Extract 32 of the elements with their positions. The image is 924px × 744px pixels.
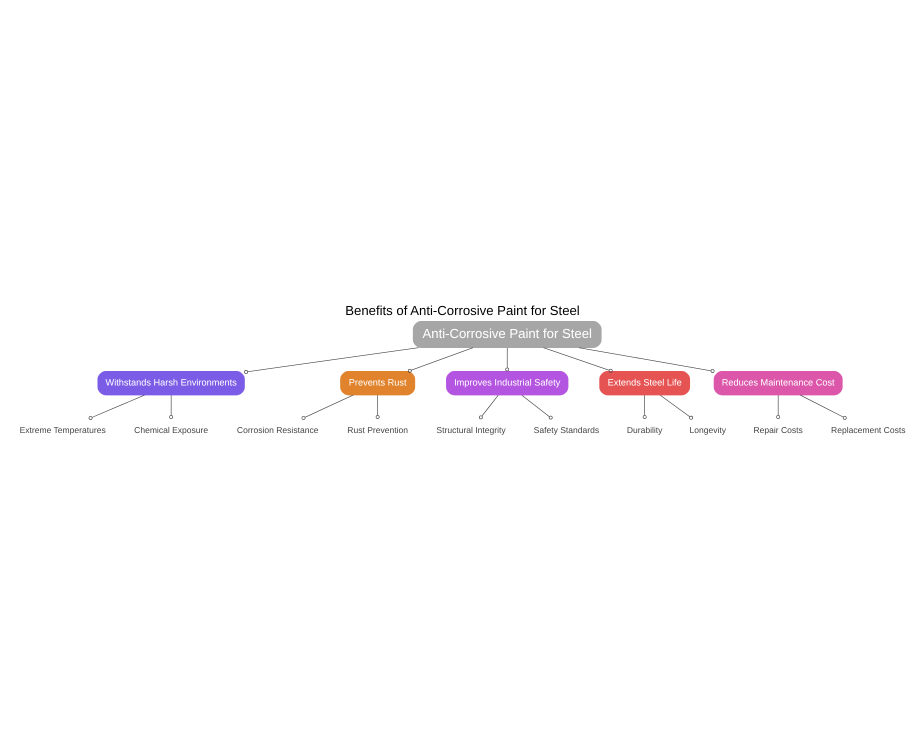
node-text: Durability <box>626 424 662 435</box>
node-text: Corrosion Resistance <box>236 424 318 435</box>
node-box: Reduces Maintenance Cost <box>713 371 842 396</box>
connector <box>542 347 612 373</box>
connector <box>504 348 509 372</box>
node-text: Structural Integrity <box>436 424 506 435</box>
connector <box>578 347 714 373</box>
diagram-title: Benefits of Anti-Corrosive Paint for Steel <box>344 302 580 318</box>
node-box: Improves Industrial Safety <box>446 371 568 396</box>
connector <box>375 394 380 419</box>
connector <box>168 394 173 419</box>
node-box: Prevents Rust <box>340 371 415 396</box>
node-text: Rust Prevention <box>346 424 408 435</box>
connector <box>244 347 418 374</box>
connector <box>478 394 498 420</box>
node-text: Replacement Costs <box>830 424 905 435</box>
node-text: Safety Standards <box>533 424 599 435</box>
connector <box>301 394 354 420</box>
connector <box>521 394 552 420</box>
node-box: Anti-Corrosive Paint for Steel <box>412 321 602 348</box>
node-text: Extreme Temperatures <box>19 424 106 435</box>
connector <box>88 394 144 420</box>
connector <box>642 394 646 419</box>
node-box: Extends Steel Life <box>598 371 690 396</box>
connector <box>659 394 692 420</box>
node-text: Repair Costs <box>753 424 802 435</box>
node-text: Longevity <box>689 424 726 435</box>
node-box: Withstands Harsh Environments <box>97 371 244 396</box>
node-text: Chemical Exposure <box>134 424 208 435</box>
connector <box>799 394 846 420</box>
connector <box>776 394 780 419</box>
connector <box>407 347 473 373</box>
